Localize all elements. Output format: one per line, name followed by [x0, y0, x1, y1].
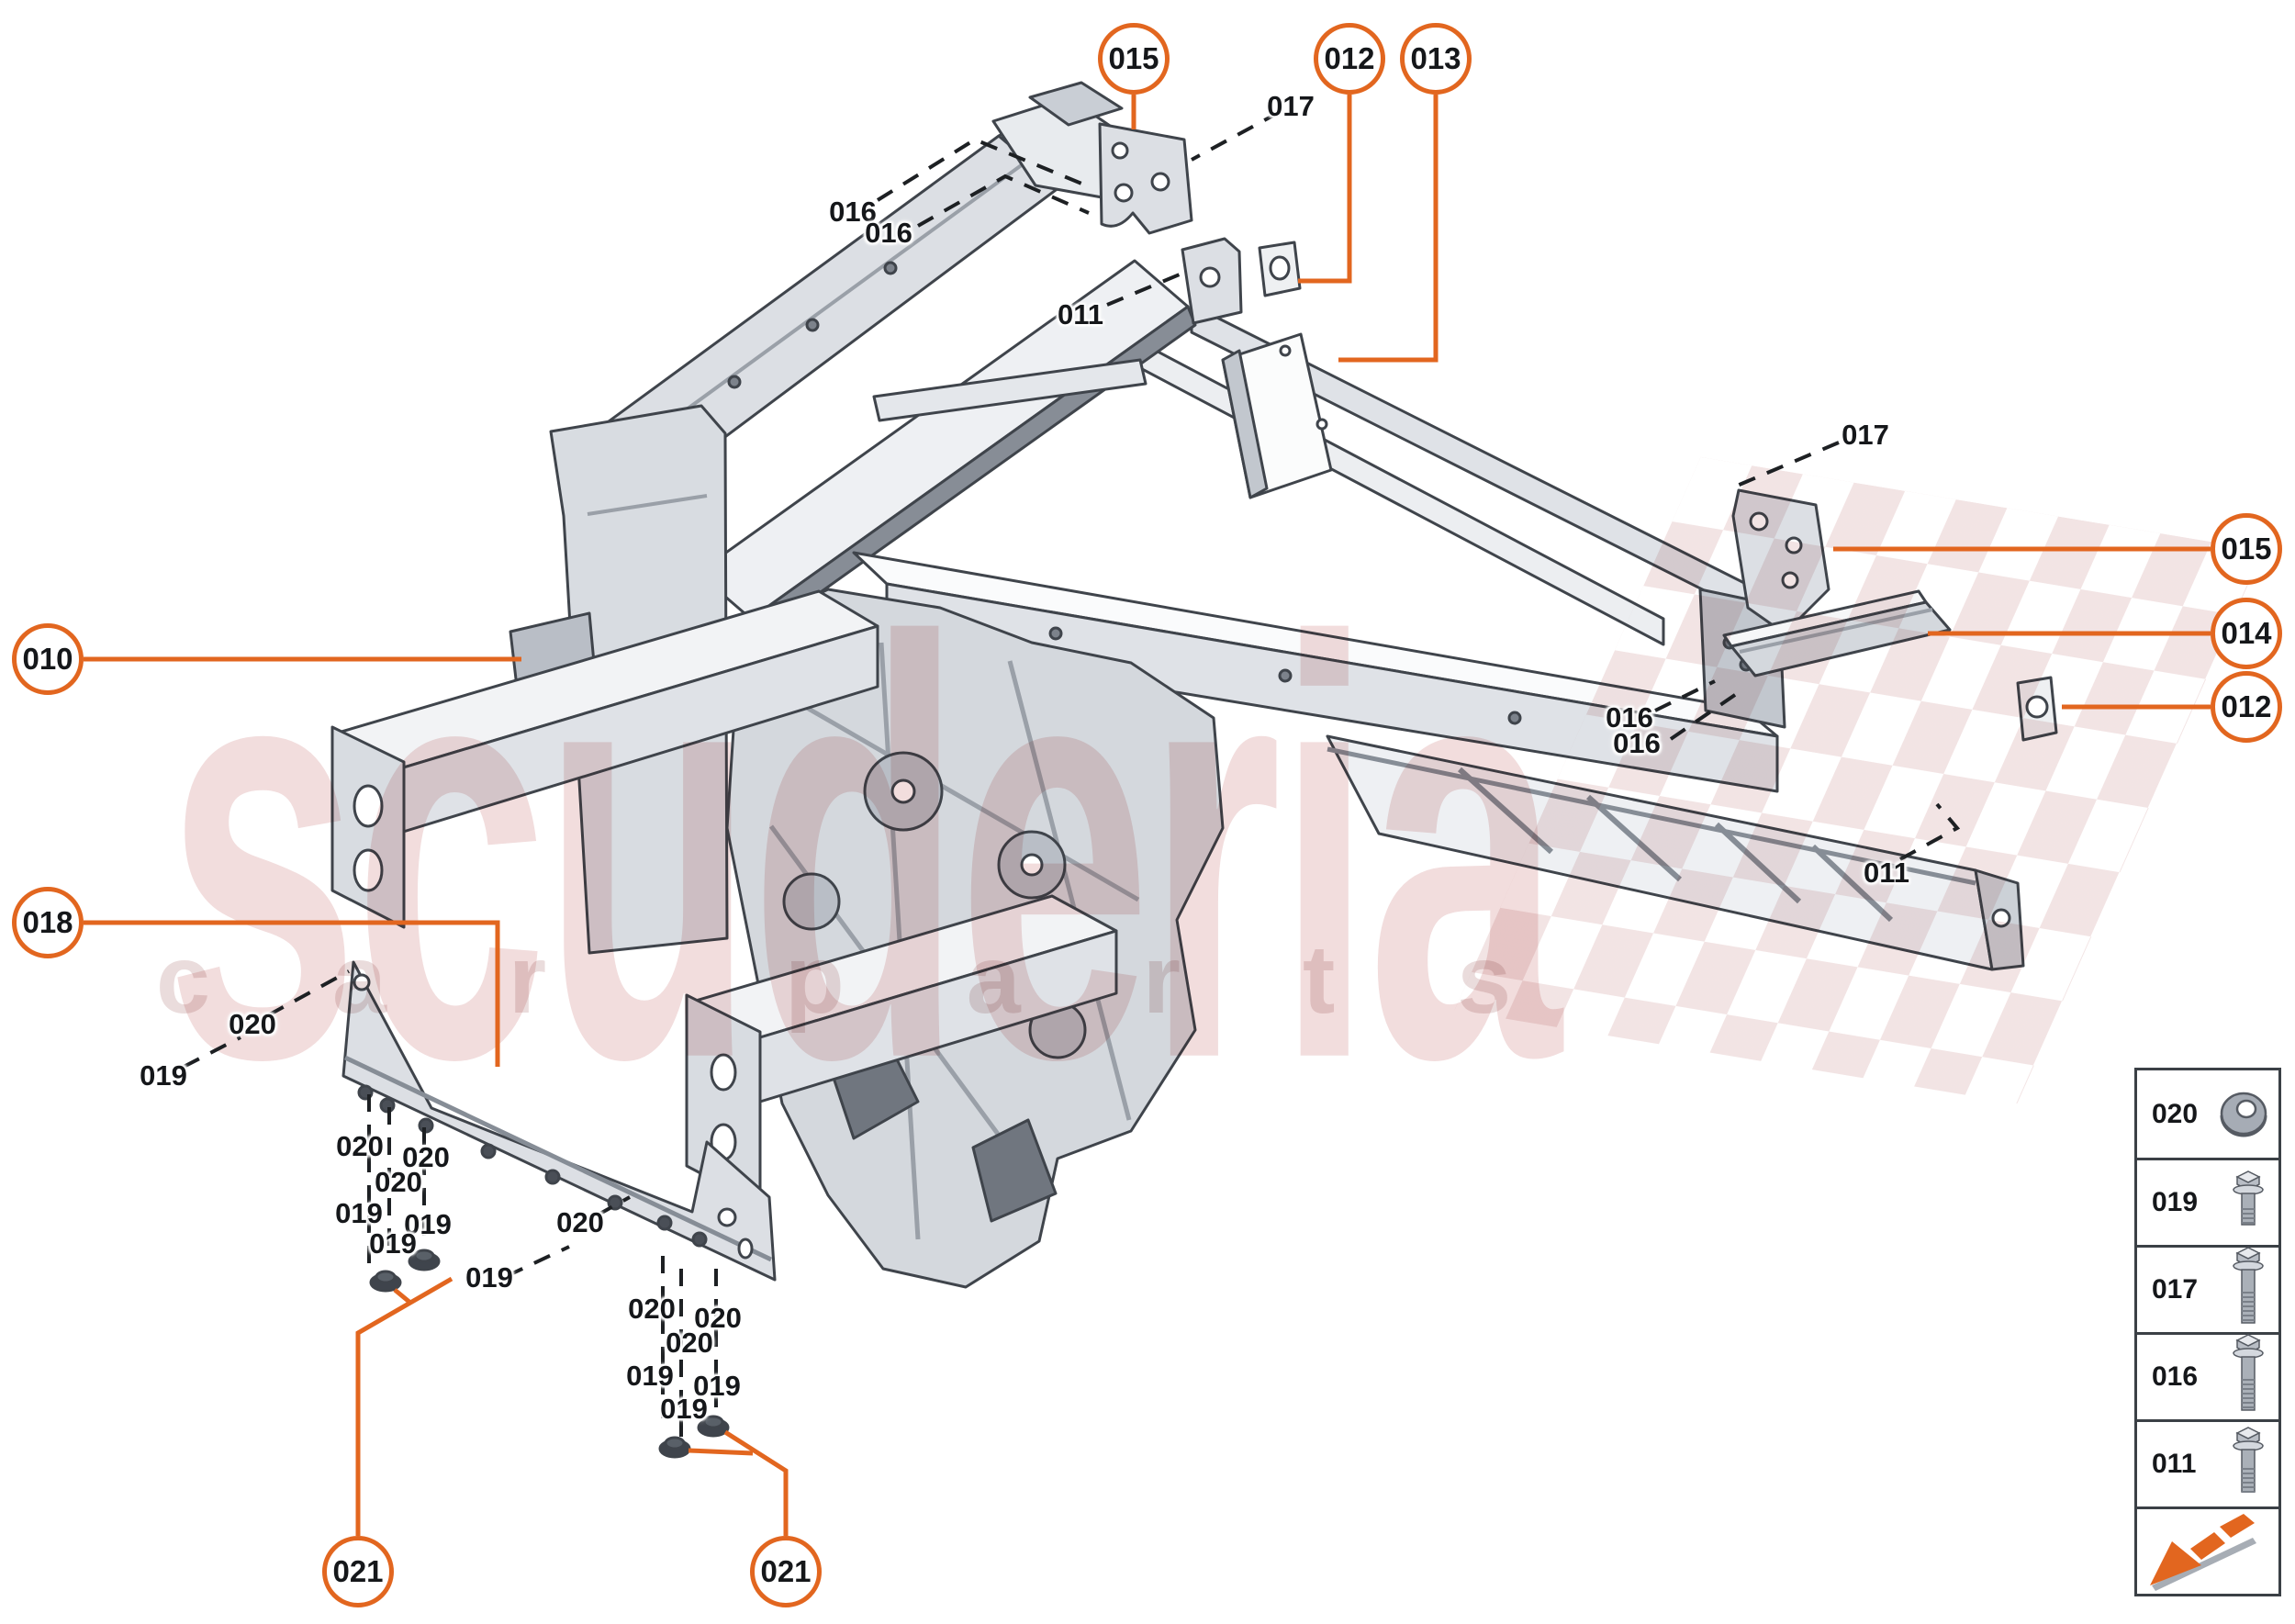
plate-012-top [1258, 241, 1302, 297]
dashed-leader-line [267, 969, 350, 1017]
bracket-013 [1221, 332, 1333, 499]
rail-014 [1722, 589, 1952, 678]
callout-leader-line [723, 1429, 789, 1536]
direction-arrow-icon [2150, 1514, 2256, 1591]
dashed-leader-line [183, 1036, 241, 1069]
legend-part-number: 020 [2152, 1098, 2199, 1129]
legend-row-020: 020 [2137, 1070, 2278, 1158]
callout-circle-010[interactable]: 010 [12, 623, 84, 695]
callout-circle-021[interactable]: 021 [322, 1536, 394, 1607]
plate-015-top [1098, 122, 1193, 235]
legend-part-number: 011 [2152, 1449, 2197, 1479]
mounting-bracket-018 [341, 960, 777, 1282]
washer-icon [2220, 1092, 2267, 1137]
fasteners-legend-table: 020 019 017 016 011 [2134, 1068, 2281, 1596]
legend-part-number: 019 [2152, 1187, 2199, 1217]
legend-part-number: 017 [2152, 1274, 2199, 1305]
callout-leader-line [84, 920, 500, 1067]
legend-row-019: 019 [2137, 1158, 2278, 1245]
callout-circle-012[interactable]: 012 [2211, 671, 2282, 743]
flange-nut [369, 1270, 402, 1293]
dashed-leader-line [1191, 110, 1281, 162]
callout-leader-line [393, 1288, 412, 1305]
dashed-leader-line [1899, 802, 1961, 861]
flange-nut [408, 1249, 441, 1271]
callout-circle-013[interactable]: 013 [1400, 23, 1472, 95]
callout-leader-line [1298, 95, 1352, 284]
legend-row-016: 016 [2137, 1332, 2278, 1419]
callout-circle-021[interactable]: 021 [750, 1536, 822, 1607]
flange-nut [658, 1436, 691, 1459]
dashed-leader-line [506, 1245, 570, 1278]
legend-part-number: 016 [2152, 1361, 2199, 1392]
callout-leader-line [688, 1448, 754, 1456]
plate-012-right [2016, 676, 2058, 742]
callout-circle-014[interactable]: 014 [2211, 598, 2282, 669]
callout-circle-012[interactable]: 012 [1314, 23, 1385, 95]
callout-circle-015[interactable]: 015 [2211, 513, 2282, 585]
callout-circle-015[interactable]: 015 [1098, 23, 1170, 95]
dashed-leader-line [596, 1195, 631, 1217]
chassis-frame [330, 81, 2058, 1459]
callout-leader-line [1338, 95, 1439, 363]
legend-row-017: 017 [2137, 1245, 2278, 1332]
callout-circle-018[interactable]: 018 [12, 887, 84, 958]
bolt-long-icon [2233, 1246, 2264, 1324]
bolt-medium-icon [2233, 1426, 2264, 1493]
legend-footer [2137, 1506, 2278, 1594]
bracket-011-top [1181, 237, 1243, 325]
bolt-short-icon [2233, 1170, 2264, 1226]
dashed-leader-line [1669, 687, 1746, 741]
bolt-long-icon [2233, 1333, 2264, 1411]
dashed-leader-line [1734, 441, 1840, 488]
callout-leader-line [355, 1276, 453, 1536]
dashed-leader-line [876, 137, 1092, 202]
flange-nut [697, 1415, 730, 1438]
dashed-leader-line [1654, 679, 1716, 712]
dashed-leader-line [917, 174, 1090, 228]
dashed-leader-line [1106, 270, 1187, 307]
legend-row-011: 011 [2137, 1419, 2278, 1506]
